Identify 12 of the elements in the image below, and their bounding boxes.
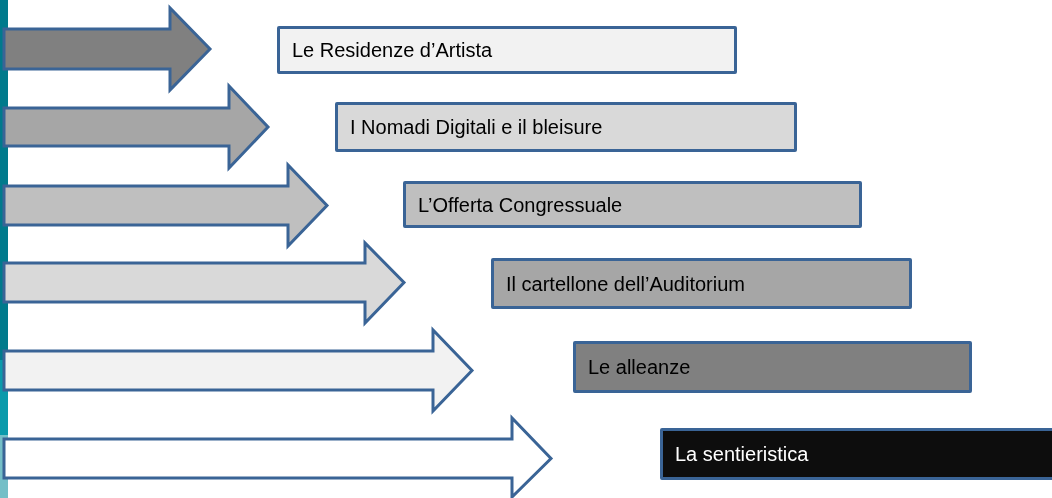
label-text: La sentieristica xyxy=(675,444,809,464)
label-box xyxy=(491,258,912,309)
label-text: L’Offerta Congressuale xyxy=(418,194,623,215)
label-text: I Nomadi Digitali e il bleisure xyxy=(350,117,603,137)
label-text: Il cartellone dell’Auditorium xyxy=(506,273,745,294)
label-text: Le alleanze xyxy=(588,357,691,377)
label-box xyxy=(660,428,1052,480)
label-box xyxy=(335,102,797,152)
label-box xyxy=(277,26,737,74)
label-text: Le Residenze d’Artista xyxy=(292,40,493,60)
label-box xyxy=(573,341,972,393)
label-box xyxy=(403,181,862,228)
